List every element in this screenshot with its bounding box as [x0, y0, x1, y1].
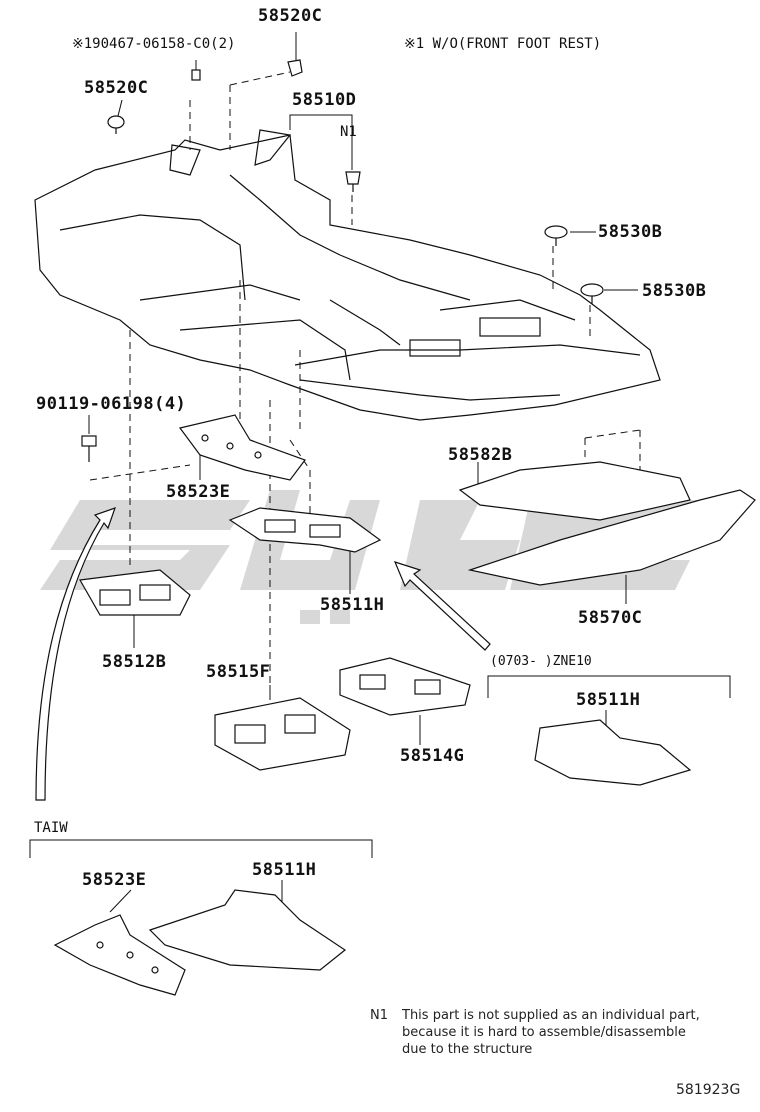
clip-58520c-left [107, 115, 125, 134]
pad-58512b [79, 569, 191, 616]
label-90119-06198: 90119-06198(4) [36, 394, 187, 414]
screw-90119 [81, 435, 97, 462]
label-58515f: 58515F [206, 662, 271, 682]
label-90467-06158: ※190467-06158-C0(2) [72, 36, 236, 52]
floor-carpet-58510d [34, 129, 661, 421]
footnote-line-3: due to the structure [402, 1042, 533, 1057]
label-58523e-bottom: 58523E [82, 870, 147, 890]
pad-58511h-zne10 [534, 719, 692, 786]
pad-58514g [339, 657, 471, 716]
foot-rest-58523e-taiw [53, 914, 186, 996]
label-n1: N1 [340, 124, 357, 140]
label-58530b-2: 58530B [642, 281, 707, 301]
clip-n1 [345, 171, 361, 192]
label-58511h-bottom: 58511H [252, 860, 317, 880]
label-taiw: TAIW [34, 820, 68, 836]
label-58530b-1: 58530B [598, 222, 663, 242]
arrow-to-58511h [393, 561, 491, 651]
clip-58520c-top [287, 59, 303, 77]
label-58570c: 58570C [578, 608, 643, 628]
pad-58515f [214, 697, 351, 771]
rear-mat-58570c [467, 489, 756, 586]
rear-pad-58582b [458, 461, 691, 521]
diagram-id: 581923G [676, 1082, 741, 1098]
arrow-to-front-area [35, 507, 116, 801]
label-note-1: ※1 W/O(FRONT FOOT REST) [404, 36, 602, 52]
footnote-marker: N1 [370, 1008, 388, 1023]
label-58510d: 58510D [292, 90, 357, 110]
footnote-line-1: This part is not supplied as an individu… [402, 1008, 700, 1023]
pad-58511h-taiw [148, 889, 347, 971]
label-58514g: 58514G [400, 746, 465, 766]
label-58512b: 58512B [102, 652, 167, 672]
foot-rest-58523e [178, 414, 306, 481]
label-zne10-range: (0703- )ZNE10 [490, 654, 592, 669]
label-58582b: 58582B [448, 445, 513, 465]
label-58511h-right: 58511H [576, 690, 641, 710]
label-58523e: 58523E [166, 482, 231, 502]
clip-58530b-1 [544, 225, 568, 246]
label-58520c-left: 58520C [84, 78, 149, 98]
footnote-line-2: because it is hard to assemble/disassemb… [402, 1025, 686, 1040]
label-58511h-mid: 58511H [320, 595, 385, 615]
clip-58530b-2 [580, 283, 604, 304]
pad-58511h [228, 507, 382, 553]
bolt-90467 [191, 69, 201, 81]
label-58520c-top: 58520C [258, 6, 323, 26]
